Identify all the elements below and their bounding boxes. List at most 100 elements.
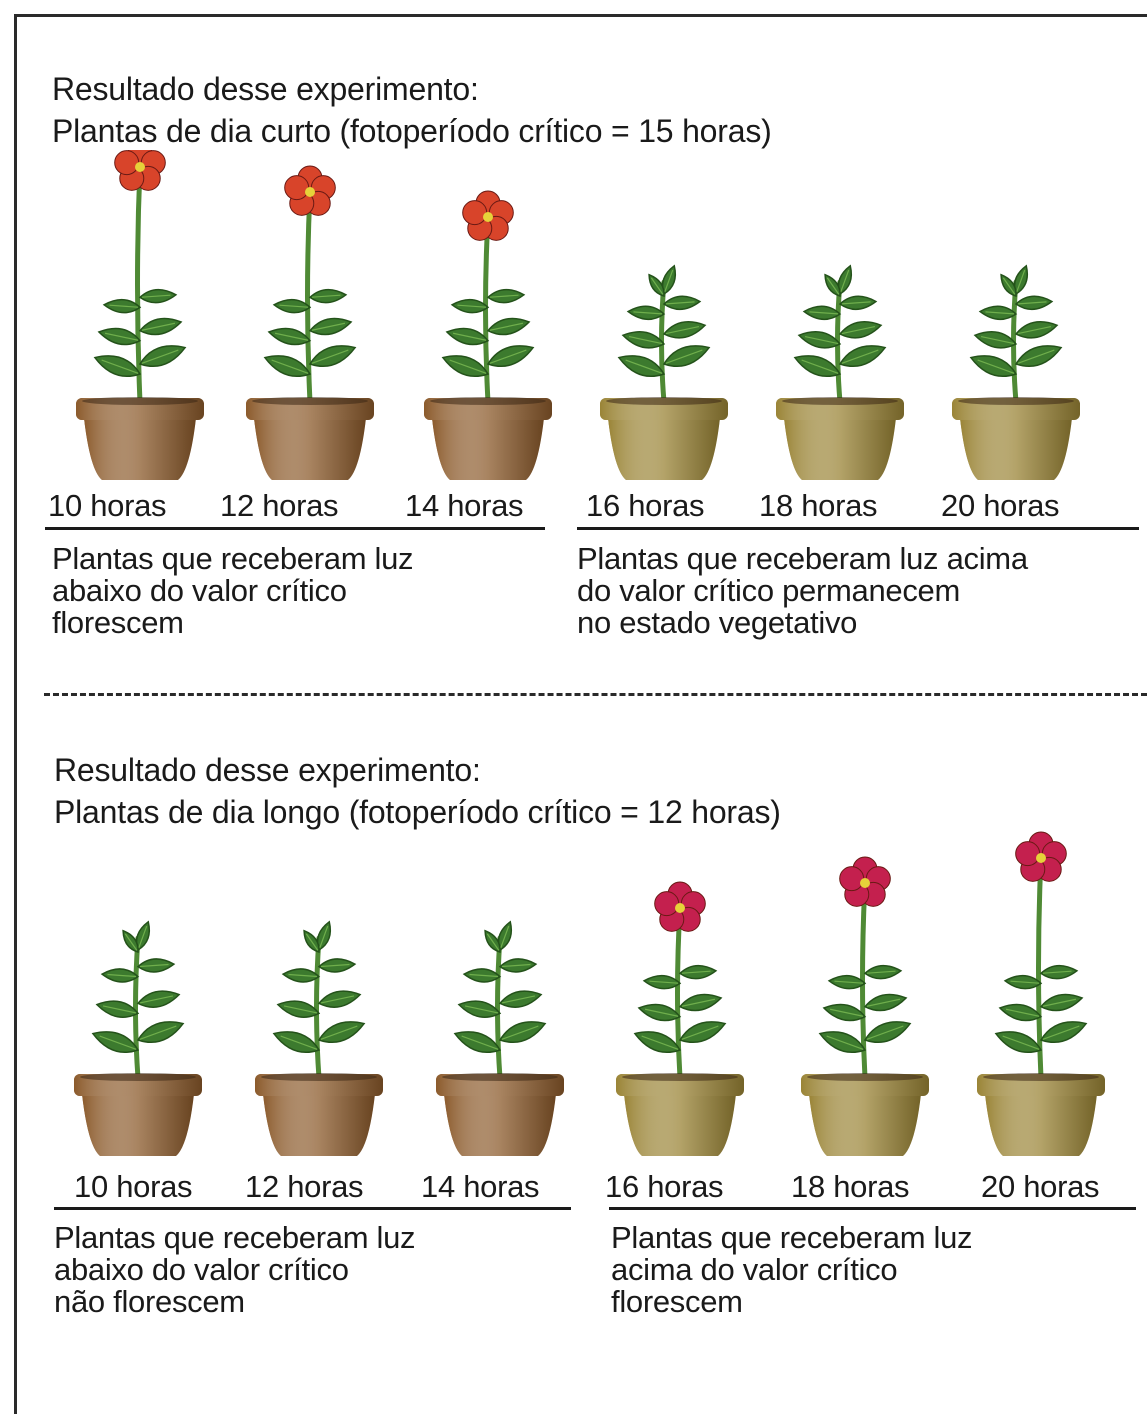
- caption-line: do valor crítico permanecem: [577, 573, 961, 608]
- pot: [801, 1073, 929, 1156]
- group-underline-right: [577, 527, 1139, 530]
- section-1-caption-left: Plantas que receberam luz abaixo do valo…: [52, 541, 414, 640]
- plant-body: [441, 190, 535, 405]
- stem: [314, 935, 322, 1081]
- caption-line: não florescem: [54, 1284, 245, 1319]
- section-2-heading: Resultado desse experimento: Plantas de …: [54, 749, 781, 833]
- plant-illustration: [977, 831, 1105, 1156]
- plant-s1-p2: [234, 150, 384, 490]
- caption-line: no estado vegetativo: [577, 605, 858, 640]
- plant-s2-p1: [62, 826, 212, 1166]
- plant-s2-p5: [789, 826, 939, 1166]
- section-2-caption-left: Plantas que receberam luz abaixo do valo…: [54, 1220, 416, 1319]
- plant-s2-p6: [965, 826, 1115, 1166]
- section-1-caption-right: Plantas que receberam luz acima do valor…: [577, 543, 1028, 639]
- caption-line: abaixo do valor crítico: [52, 573, 347, 608]
- hours-label: 16 horas: [586, 488, 705, 523]
- caption-line: Plantas que receberam luz acima: [577, 541, 1028, 576]
- hours-label: 14 horas: [405, 488, 524, 523]
- hours-label: 10 horas: [48, 488, 167, 523]
- plant-illustration: [776, 264, 904, 480]
- plant-illustration: [74, 920, 202, 1156]
- pot: [255, 1073, 383, 1156]
- plant-s1-p4: [588, 150, 738, 490]
- group-underline-right: [609, 1207, 1136, 1210]
- plant-s2-p4: [604, 826, 754, 1166]
- plant-illustration: [424, 190, 552, 480]
- hours-label: 18 horas: [791, 1169, 910, 1204]
- stem: [675, 905, 683, 1081]
- section-2-caption-right: Plantas que receberam luz acima do valor…: [611, 1220, 973, 1319]
- section-1-heading: Resultado desse experimento: Plantas de …: [52, 68, 772, 152]
- stem: [305, 189, 313, 405]
- plant-body: [793, 264, 887, 405]
- flower: [284, 165, 336, 216]
- plant-body: [272, 920, 366, 1081]
- plant-s2-p2: [243, 826, 393, 1166]
- hours-label: 10 horas: [74, 1169, 193, 1204]
- stem: [135, 164, 143, 405]
- plant-s1-p1: [64, 140, 214, 490]
- plant-illustration: [600, 264, 728, 480]
- plant-body: [818, 856, 912, 1081]
- pot: [952, 397, 1080, 480]
- caption-line: acima do valor crítico: [611, 1252, 898, 1287]
- flower: [654, 881, 706, 932]
- hours-label: 20 horas: [981, 1169, 1100, 1204]
- hours-label: 18 horas: [759, 488, 878, 523]
- caption-line: Plantas que receberam luz: [54, 1220, 416, 1255]
- plant-s1-p6: [940, 150, 1090, 490]
- caption-line: florescem: [611, 1284, 743, 1319]
- plant-body: [994, 831, 1088, 1081]
- plant-body: [617, 264, 711, 405]
- pot: [76, 397, 204, 480]
- pot: [74, 1073, 202, 1156]
- flower: [114, 140, 166, 191]
- stem: [1036, 855, 1044, 1081]
- plant-illustration: [952, 264, 1080, 480]
- section-2-heading-line1: Resultado desse experimento:: [54, 752, 481, 788]
- plant-s1-p5: [764, 150, 914, 490]
- section-1-heading-line1: Resultado desse experimento:: [52, 71, 479, 107]
- pot: [616, 1073, 744, 1156]
- plant-body: [969, 264, 1063, 405]
- plant-s2-p3: [424, 826, 574, 1166]
- plant-illustration: [616, 881, 744, 1156]
- plant-body: [633, 881, 727, 1081]
- pot: [246, 397, 374, 480]
- figure-frame: [14, 14, 1147, 1414]
- plant-body: [93, 140, 187, 405]
- section-2-heading-line2: Plantas de dia longo (fotoperíodo crític…: [54, 794, 781, 830]
- plant-illustration: [255, 920, 383, 1156]
- hours-label: 14 horas: [421, 1169, 540, 1204]
- plant-illustration: [246, 165, 374, 480]
- caption-line: florescem: [52, 605, 184, 640]
- plant-body: [263, 165, 357, 405]
- pot: [776, 397, 904, 480]
- section-1-heading-line2: Plantas de dia curto (fotoperíodo crític…: [52, 113, 772, 149]
- flower: [462, 190, 514, 241]
- pot: [436, 1073, 564, 1156]
- hours-label: 12 horas: [245, 1169, 364, 1204]
- hours-label: 12 horas: [220, 488, 339, 523]
- caption-line: abaixo do valor crítico: [54, 1252, 349, 1287]
- plant-body: [91, 920, 185, 1081]
- stem: [133, 935, 141, 1081]
- stem: [495, 935, 503, 1081]
- caption-line: Plantas que receberam luz: [52, 541, 414, 576]
- plant-illustration: [436, 920, 564, 1156]
- pot: [977, 1073, 1105, 1156]
- group-underline-left: [45, 527, 545, 530]
- pot: [600, 397, 728, 480]
- section-divider: [44, 693, 1147, 696]
- hours-label: 16 horas: [605, 1169, 724, 1204]
- plant-body: [453, 920, 547, 1081]
- plant-s1-p3: [412, 150, 562, 490]
- hours-label: 20 horas: [941, 488, 1060, 523]
- plant-illustration: [76, 140, 204, 480]
- caption-line: Plantas que receberam luz: [611, 1220, 973, 1255]
- group-underline-left: [54, 1207, 571, 1210]
- plant-illustration: [801, 856, 929, 1156]
- flower: [839, 856, 891, 907]
- pot: [424, 397, 552, 480]
